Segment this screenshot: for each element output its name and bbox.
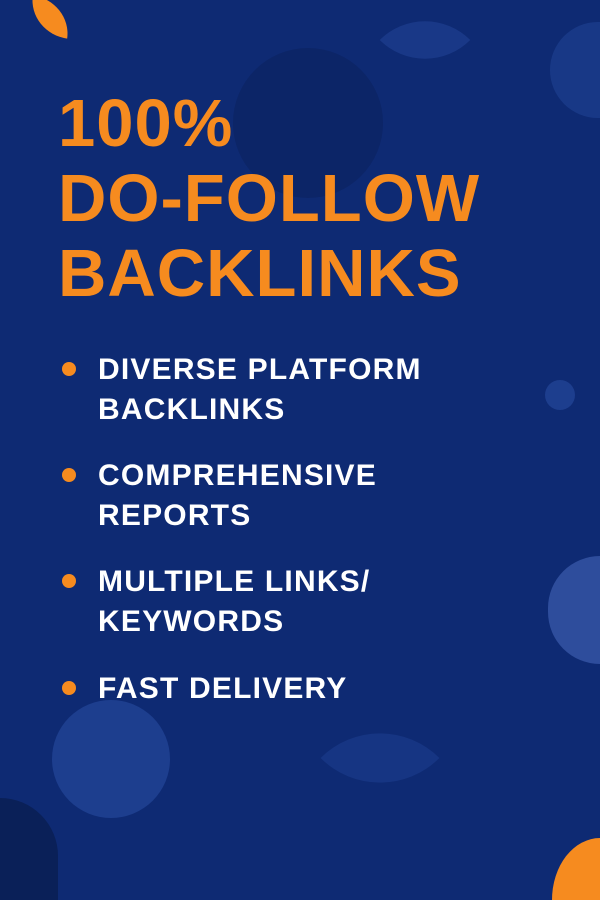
bullet-icon (62, 468, 76, 483)
decor-circle-top-right (550, 22, 600, 118)
list-item-label: DIVERSE PLATFORM BACKLINKS (98, 353, 422, 426)
decor-leaf-top-left-icon (27, 0, 73, 39)
decor-circle-top-center (233, 48, 383, 198)
bullet-icon (62, 362, 76, 376)
decor-corner-bottom-right (552, 838, 600, 900)
list-item: MULTIPLE LINKS/ KEYWORDS (62, 562, 422, 641)
bullet-icon (62, 680, 76, 695)
decor-dot-right (545, 380, 575, 410)
decor-corner-bottom-left (0, 798, 58, 900)
list-item: DIVERSE PLATFORM BACKLINKS (62, 350, 422, 429)
page-title: 100% DO-FOLLOW BACKLINKS (58, 86, 481, 312)
feature-list: DIVERSE PLATFORM BACKLINKS COMPREHENSIVE… (62, 350, 422, 735)
list-item-label: MULTIPLE LINKS/ KEYWORDS (98, 565, 371, 638)
list-item-label: COMPREHENSIVE REPORTS (98, 459, 377, 532)
bullet-icon (62, 574, 76, 589)
list-item: FAST DELIVERY (62, 669, 422, 709)
decor-leaf-top-right-icon (379, 0, 471, 86)
decor-halfpill-right (548, 556, 600, 664)
list-item: COMPREHENSIVE REPORTS (62, 456, 422, 535)
decor-circle-bottom-left (52, 700, 170, 818)
list-item-label: FAST DELIVERY (98, 671, 348, 705)
